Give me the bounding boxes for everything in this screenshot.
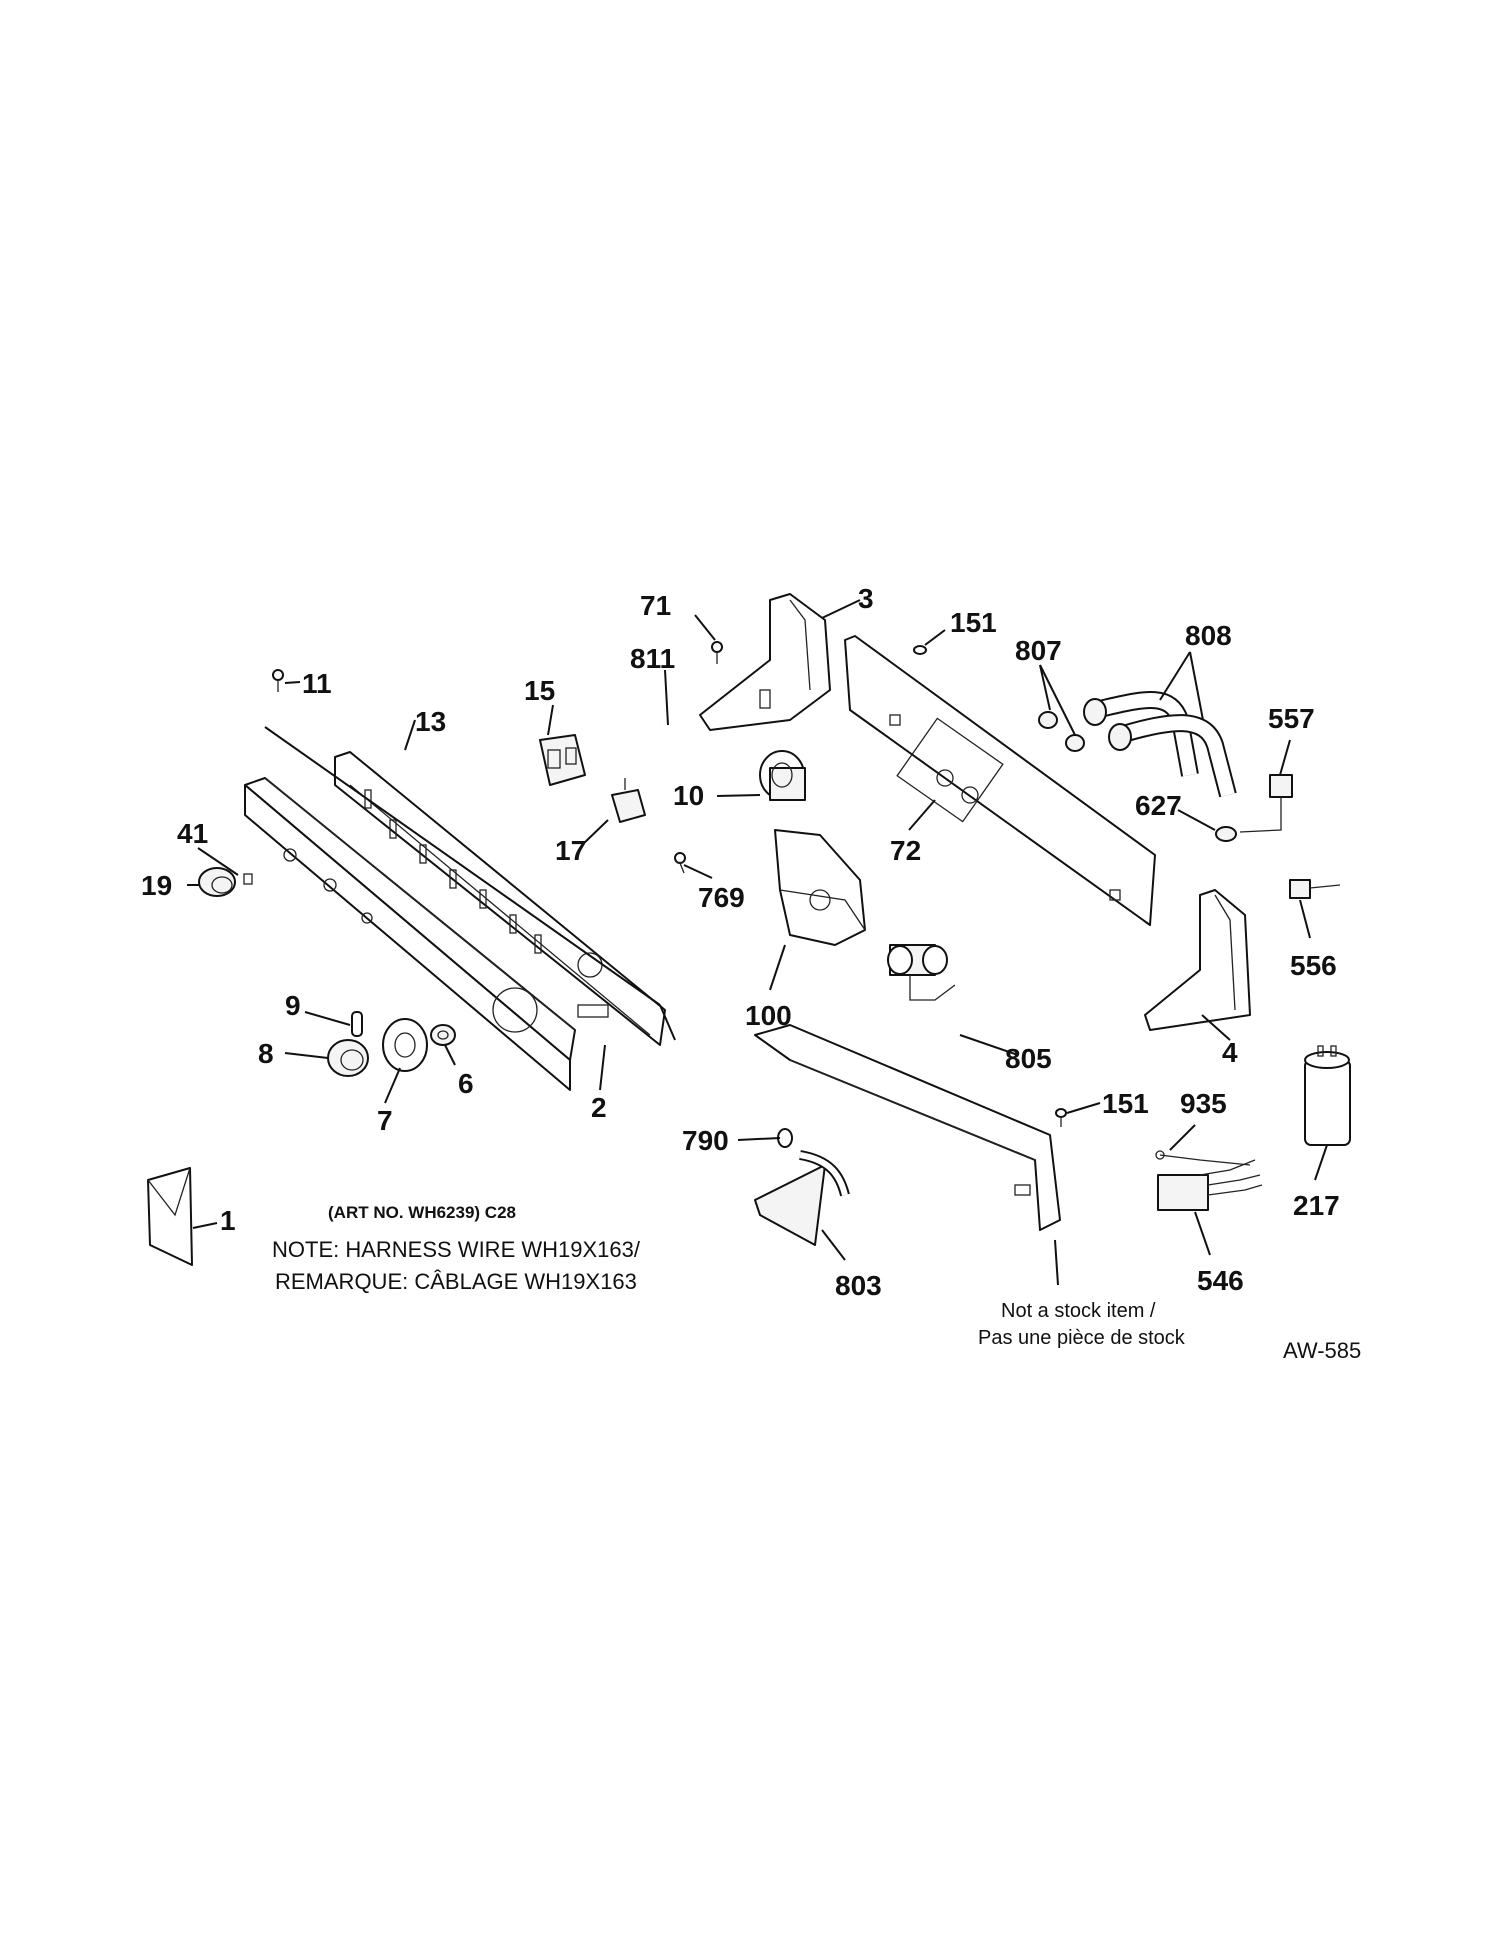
switch-17-part [611,778,646,823]
callout-3: 3 [858,583,874,614]
callout-11: 11 [302,668,332,699]
callout-13: 13 [415,706,446,737]
callout-790: 790 [682,1125,729,1156]
endcap-4-part [1144,889,1251,1031]
back-panel-72-part [844,635,1156,926]
endcap-3-part [699,593,831,731]
callout-labels: 11 13 15 17 41 19 9 8 7 6 2 1 71 811 3 1… [141,583,1340,1301]
callout-546: 546 [1197,1265,1244,1296]
callout-4: 4 [1222,1037,1238,1068]
callout-805: 805 [1005,1043,1052,1074]
callout-7: 7 [377,1105,393,1136]
screw-11-part [272,669,284,692]
callout-556: 556 [1290,950,1337,981]
callout-811: 811 [630,643,675,674]
knob-8-part [327,1039,369,1077]
knob-19-part [198,867,253,897]
callout-807: 807 [1015,635,1062,666]
backsplash-frame-part [264,726,676,1046]
callout-19: 19 [141,870,172,901]
plug-627-part [1215,826,1237,842]
callout-8: 8 [258,1038,274,1069]
envelope-1-part [147,1167,193,1266]
callout-9: 9 [285,990,301,1021]
callout-627: 627 [1135,790,1182,821]
cover-bracket-part [754,1024,1061,1231]
art-number-note: (ART NO. WH6239) C28 [328,1203,516,1222]
nut-6-part [430,1024,456,1046]
notes: (ART NO. WH6239) C28 NOTE: HARNESS WIRE … [272,1203,1361,1363]
callout-1: 1 [220,1205,236,1236]
wire-harness-546-part [1155,1150,1263,1211]
callout-15: 15 [524,675,555,706]
clip-9-part [351,1011,363,1037]
screw-71-part [711,641,723,664]
callout-6: 6 [458,1068,474,1099]
washers-807-part [1038,711,1085,752]
screw-151-bottom-part [1055,1108,1067,1127]
callout-71: 71 [640,590,671,621]
not-stock-note-french: Pas une pièce de stock [978,1327,1186,1349]
callout-151-top: 151 [950,607,997,638]
callout-72: 72 [890,835,921,866]
callout-41: 41 [177,818,208,849]
sensor-557-part [1239,774,1293,833]
callout-217: 217 [1293,1190,1340,1221]
callout-808: 808 [1185,620,1232,651]
callout-10: 10 [673,780,704,811]
dial-7-part [382,1018,428,1072]
callout-935: 935 [1180,1088,1227,1119]
diagram-code: AW-585 [1283,1338,1361,1363]
switch-15-part [539,734,586,786]
water-valve-805-part [887,944,956,1001]
switch-556-part [1289,879,1341,899]
control-panel-part [244,777,576,1091]
screw-769-part [674,852,686,874]
capacitor-217-part [1304,1045,1351,1146]
timer-100-part [774,829,866,946]
not-stock-note-english: Not a stock item / [1001,1300,1156,1322]
callout-803: 803 [835,1270,882,1301]
callout-100: 100 [745,1000,792,1031]
screw-151-top-part [913,645,927,655]
hose-811-part [659,723,751,762]
bracket-803-part [754,1150,850,1246]
callout-2: 2 [591,1092,607,1123]
leader-lines [187,599,1328,1286]
callout-151-bottom: 151 [1102,1088,1149,1119]
harness-note-french: REMARQUE: CÂBLAGE WH19X163 [275,1269,637,1294]
callout-769: 769 [698,882,745,913]
callout-17: 17 [555,835,586,866]
fill-hoses-808-part [1083,691,1237,798]
callout-557: 557 [1268,703,1315,734]
harness-note-english: NOTE: HARNESS WIRE WH19X163/ [272,1237,641,1262]
clamp-790-part [777,1128,793,1148]
pressure-switch-10-part [759,750,806,801]
